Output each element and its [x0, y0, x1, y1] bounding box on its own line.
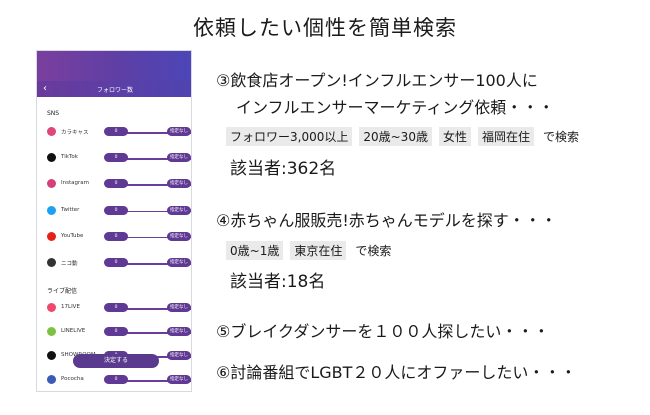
- filter-chip: 20歳~30歳: [359, 127, 432, 146]
- slider-max-handle[interactable]: 指定なし: [167, 258, 191, 267]
- case-3-title-line2: インフルエンサーマーケティング依頼・・・: [236, 98, 555, 117]
- slider-max-handle[interactable]: 指定なし: [167, 375, 191, 384]
- filter-row: カラキャス 0 指定なし: [37, 125, 191, 139]
- app-label: LINELIVE: [61, 328, 86, 334]
- slider-max-handle[interactable]: 指定なし: [167, 153, 191, 163]
- case-4-title: ④赤ちゃん服販売!赤ちゃんモデルを探す・・・: [216, 211, 557, 230]
- section-title-live: ライブ配信: [47, 288, 78, 295]
- case-3-result: 該当者:362名: [230, 159, 337, 179]
- decide-button[interactable]: 決定する: [73, 354, 159, 368]
- slider-max-handle[interactable]: 指定なし: [167, 231, 191, 241]
- filter-row: 17LIVE 0 指定なし: [37, 301, 191, 315]
- range-slider-track[interactable]: [105, 263, 191, 265]
- filter-chip: フォロワー3,000以上: [226, 127, 353, 146]
- headline: 依頼したい個性を簡単検索: [193, 16, 457, 40]
- case-4-result: 該当者:18名: [230, 272, 326, 292]
- search-suffix: で検索: [355, 244, 392, 258]
- slider-min-handle[interactable]: 0: [104, 258, 128, 267]
- app-label: Instagram: [61, 180, 89, 187]
- app-label: Pococha: [61, 376, 84, 382]
- app-label: 17LIVE: [61, 304, 80, 310]
- slider-min-handle[interactable]: 0: [104, 327, 128, 336]
- case-4-search-chips: 0歳~1歳 東京在住 で検索: [226, 241, 391, 260]
- slider-min-handle[interactable]: 0: [104, 303, 128, 312]
- range-slider-track[interactable]: [105, 380, 191, 382]
- range-slider-track[interactable]: [105, 158, 191, 160]
- slider-min-handle[interactable]: 0: [104, 179, 128, 189]
- case-3-search-chips: フォロワー3,000以上 20歳~30歳 女性 福岡在住 で検索: [226, 127, 579, 146]
- phone-header-bar: ‹ フォロワー数: [37, 81, 191, 97]
- filter-chip: 女性: [438, 127, 471, 146]
- pococha-icon: [47, 375, 56, 384]
- range-slider-track[interactable]: [105, 308, 191, 310]
- app-label: Twitter: [61, 206, 80, 213]
- range-slider-track[interactable]: [105, 210, 191, 213]
- filter-chip: 0歳~1歳: [226, 241, 284, 260]
- slider-max-handle[interactable]: 指定なし: [167, 127, 191, 136]
- linelive-icon: [47, 327, 56, 336]
- filter-row: ニコ動 0 指定なし: [37, 256, 191, 270]
- slider-min-handle[interactable]: 0: [104, 127, 128, 136]
- case-5-title: ⑤ブレイクダンサーを１００人探したい・・・: [216, 322, 550, 341]
- slider-min-handle[interactable]: 0: [104, 375, 128, 384]
- niconico-icon: [47, 258, 56, 267]
- slider-min-handle[interactable]: 0: [104, 231, 128, 241]
- app-label: カラキャス: [61, 130, 89, 136]
- slider-max-handle[interactable]: 指定なし: [167, 205, 191, 215]
- slider-max-handle[interactable]: 指定なし: [167, 179, 191, 189]
- filter-row: YouTube 0 指定なし: [37, 230, 191, 244]
- slider-max-handle[interactable]: 指定なし: [167, 351, 191, 360]
- app-label: YouTube: [61, 232, 84, 239]
- range-slider-track[interactable]: [105, 236, 191, 239]
- youtube-icon: [47, 231, 56, 241]
- slider-max-handle[interactable]: 指定なし: [167, 303, 191, 312]
- app-label: TikTok: [61, 154, 78, 161]
- filter-row: Pococha 0 指定なし: [37, 373, 191, 387]
- range-slider-track[interactable]: [105, 132, 191, 134]
- case-6-title: ⑥討論番組でLGBT２０人にオファーしたい・・・: [216, 363, 577, 382]
- showroom-icon: [47, 351, 56, 360]
- instagram-icon: [47, 179, 56, 189]
- back-arrow-icon[interactable]: ‹: [43, 83, 47, 94]
- filter-chip: 福岡在住: [477, 127, 534, 146]
- range-slider-track[interactable]: [105, 332, 191, 334]
- slider-max-handle[interactable]: 指定なし: [167, 327, 191, 336]
- range-slider-track[interactable]: [105, 184, 191, 186]
- slider-min-handle[interactable]: 0: [104, 205, 128, 215]
- tiktok-icon: [47, 153, 56, 163]
- slider-min-handle[interactable]: 0: [104, 153, 128, 163]
- karakyasu-icon: [47, 127, 56, 136]
- filter-row: Twitter 0 指定なし: [37, 204, 191, 218]
- filter-row: TikTok 0 指定なし: [37, 151, 191, 165]
- twitter-icon: [47, 205, 56, 215]
- case-3-title-line1: ③飲食店オープン!インフルエンサー100人に: [216, 71, 538, 90]
- app-label: ニコ動: [61, 261, 78, 267]
- search-suffix: で検索: [543, 130, 580, 144]
- filter-row: LINELIVE 0 指定なし: [37, 325, 191, 339]
- filter-chip: 東京在住: [290, 241, 347, 260]
- phone-gradient-banner: [37, 51, 191, 81]
- 17live-icon: [47, 303, 56, 312]
- section-title-sns: SNS: [47, 110, 60, 117]
- header-title: フォロワー数: [96, 86, 133, 94]
- filter-row: Instagram 0 指定なし: [37, 177, 191, 191]
